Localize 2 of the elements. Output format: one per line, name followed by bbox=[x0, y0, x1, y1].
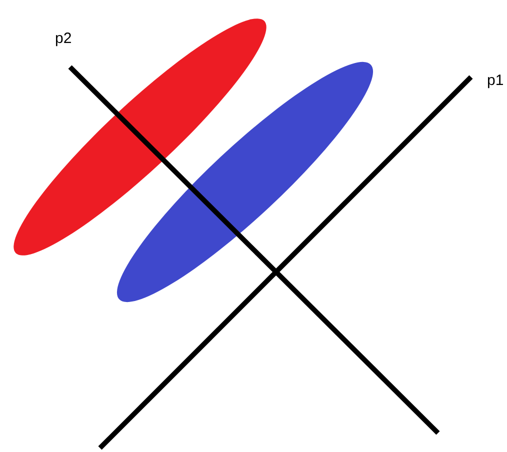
axis-label: p1 bbox=[487, 72, 504, 89]
axis-label: p2 bbox=[55, 30, 72, 47]
